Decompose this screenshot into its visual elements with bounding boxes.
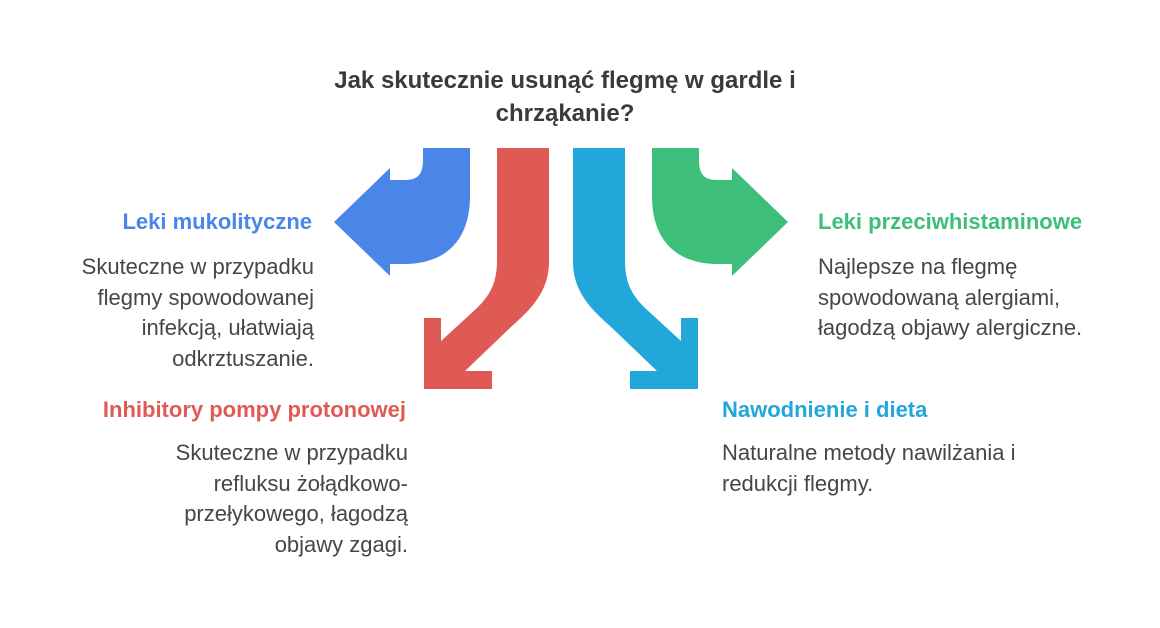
heading-mucolytics: Leki mukolityczne xyxy=(122,209,312,234)
description-ppi: Skuteczne w przypadku refluksu żołądkowo… xyxy=(175,440,408,557)
description-mucolytics: Skuteczne w przypadku flegmy spowodowane… xyxy=(81,254,314,371)
description-antihistamines: Najlepsze na flegmę spowodowaną alergiam… xyxy=(818,254,1083,340)
arrow-green xyxy=(652,148,788,276)
description-hydration: Naturalne metody nawilżania i redukcji f… xyxy=(722,440,1016,496)
heading-ppi: Inhibitory pompy protonowej xyxy=(102,397,406,422)
heading-hydration: Nawodnienie i dieta xyxy=(722,397,928,422)
arrow-red xyxy=(424,148,549,389)
arrow-cyan xyxy=(573,148,698,389)
heading-antihistamines: Leki przeciwhistaminowe xyxy=(818,209,1083,234)
diagram-title: Jak skutecznie usunąć flegmę w gardle i … xyxy=(334,67,796,127)
arrow-blue xyxy=(334,148,470,276)
